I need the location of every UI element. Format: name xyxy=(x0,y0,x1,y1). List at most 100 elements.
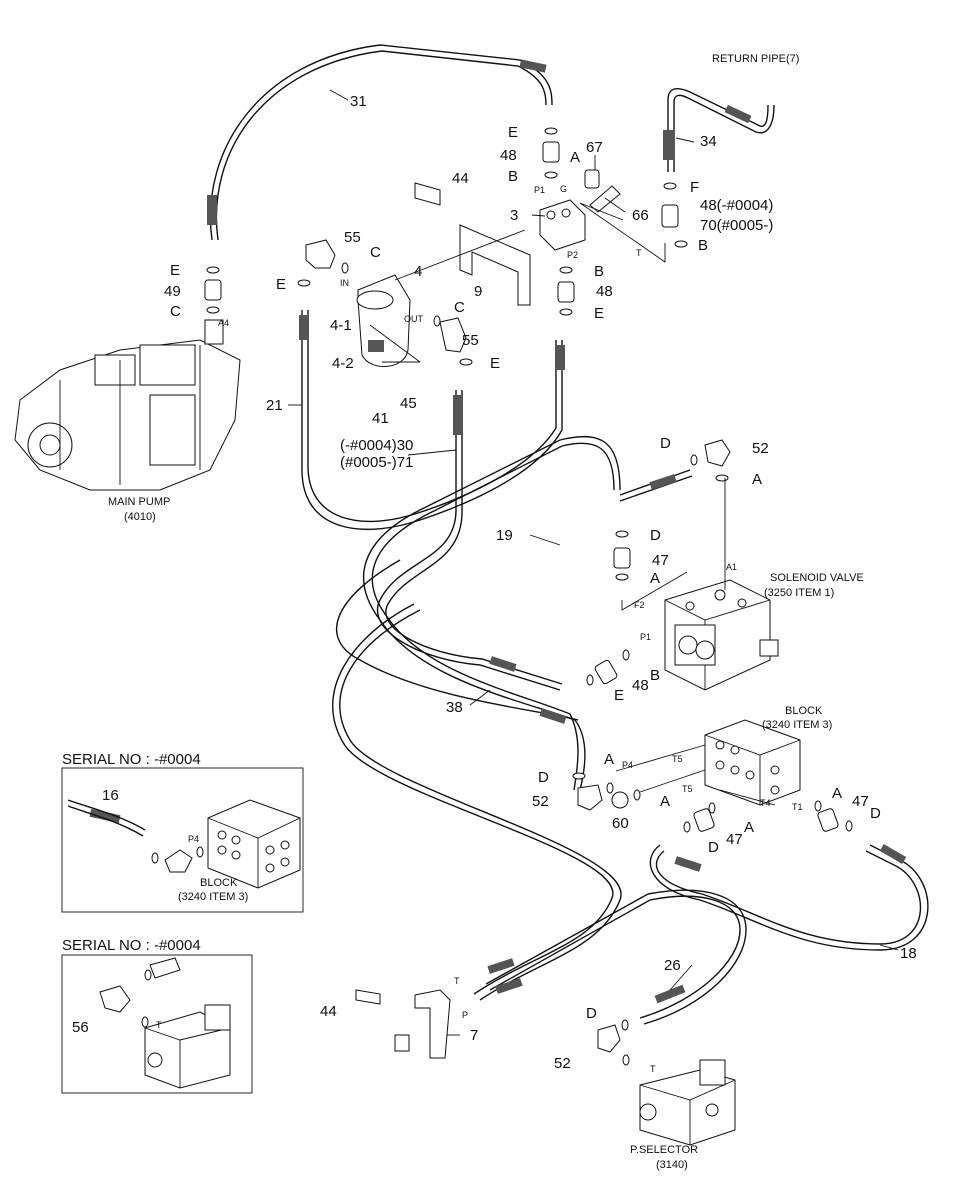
letter-label: E xyxy=(508,124,518,141)
hoses xyxy=(209,44,929,1025)
letter-label: D xyxy=(650,527,661,544)
port-label: T xyxy=(636,248,642,258)
captions: RETURN PIPE(7) MAIN PUMP (4010) SOLENOID… xyxy=(62,53,864,1171)
letter-label: D xyxy=(708,839,719,856)
part-number: 18 xyxy=(900,945,917,962)
part-number: 9 xyxy=(474,283,482,300)
part-number: 44 xyxy=(452,170,469,187)
letter-label: A xyxy=(752,471,762,488)
serial-heading-2: SERIAL NO : -#0004 xyxy=(62,937,201,954)
part-number: 52 xyxy=(532,793,549,810)
letter-label: D xyxy=(538,769,549,786)
port-label: T4 xyxy=(760,798,771,808)
hose-30-label: (-#0004)30 xyxy=(340,437,413,454)
letter-label: A xyxy=(570,149,580,166)
part-number: 45 xyxy=(400,395,417,412)
part-number: 56 xyxy=(72,1019,89,1036)
part-number: 67 xyxy=(586,139,603,156)
fittings xyxy=(204,141,839,1053)
letter-label: D xyxy=(870,805,881,822)
letter-label: B xyxy=(650,667,660,684)
letter-label: E xyxy=(170,262,180,279)
letter-label: B xyxy=(508,168,518,185)
port-label: P2 xyxy=(567,250,578,260)
block-3240 xyxy=(704,719,801,806)
part-number: 47 xyxy=(726,831,743,848)
letter-label: D xyxy=(586,1005,597,1022)
part-number: 31 xyxy=(350,93,367,110)
p-selector xyxy=(639,1059,736,1146)
letter-label: A xyxy=(660,793,670,810)
letter-label: C xyxy=(170,303,181,320)
letter-label: E xyxy=(276,276,286,293)
main-pump xyxy=(14,319,241,491)
port-label: T5 xyxy=(682,784,693,794)
part-number: 48 xyxy=(500,147,517,164)
p-selector-label: P.SELECTOR xyxy=(630,1144,698,1156)
part-number: 66 xyxy=(632,207,649,224)
part-48-variant: 48(-#0004) xyxy=(700,197,773,214)
part-number: 26 xyxy=(664,957,681,974)
port-label: T xyxy=(156,1020,162,1030)
return-pipe-label: RETURN PIPE(7) xyxy=(712,53,799,65)
main-pump-label: MAIN PUMP xyxy=(108,496,170,508)
hose-71-label: (#0005-)71 xyxy=(340,454,413,471)
part-number: 16 xyxy=(102,787,119,804)
part-number: 4-2 xyxy=(332,355,354,372)
letter-label: D xyxy=(660,435,671,452)
solenoid-valve-label: SOLENOID VALVE xyxy=(770,572,864,584)
letter-label: A xyxy=(744,819,754,836)
pilot-filter-4 xyxy=(356,274,411,367)
letter-label: E xyxy=(594,305,604,322)
letter-label: B xyxy=(698,237,708,254)
port-label: P1 xyxy=(534,185,545,195)
bracket-9 xyxy=(459,224,531,306)
hose-26 xyxy=(489,895,741,1019)
inset-serial-2 xyxy=(61,954,253,1094)
part-number: 38 xyxy=(446,699,463,716)
part-number: 48 xyxy=(596,283,613,300)
hose-19 xyxy=(363,435,621,791)
solenoid-valve xyxy=(664,579,779,691)
leader-lines xyxy=(288,89,899,1036)
letter-label: A xyxy=(832,785,842,802)
bracket-7 xyxy=(394,989,451,1059)
ring-letters: E A B F B C E B E C C E E D A D A B E A … xyxy=(170,124,881,1022)
port-label: A1 xyxy=(726,562,737,572)
port-label: OUT xyxy=(404,314,424,324)
inset-block-label: BLOCK xyxy=(200,877,238,889)
main-pump-code: (4010) xyxy=(124,511,156,523)
part-70-variant: 70(#0005-) xyxy=(700,217,773,234)
part-number: 48 xyxy=(632,677,649,694)
port-label: P xyxy=(462,1010,468,1020)
part-number: 44 xyxy=(320,1003,337,1020)
part-number: 52 xyxy=(554,1055,571,1072)
port-label: T5 xyxy=(672,754,683,764)
part-number: 41 xyxy=(372,410,389,427)
hose-fittings xyxy=(89,59,907,1004)
hose-31 xyxy=(209,44,553,241)
valve-block-3 xyxy=(539,199,586,251)
hose-30-71 xyxy=(377,390,561,691)
return-pipe-34 xyxy=(667,88,769,172)
part-numbers: 31 34 44 67 48 3 66 55 4 9 48 49 4-1 55 … xyxy=(72,93,917,1072)
port-label: IN xyxy=(340,278,349,288)
hose-38 xyxy=(335,559,579,721)
p-selector-code: (3140) xyxy=(656,1159,688,1171)
port-label: T xyxy=(650,1064,656,1074)
port-labels: P1 G P2 T IN OUT A4 A1 F2 P1 P4 T5 T5 T4… xyxy=(156,184,803,1074)
part-number: 7 xyxy=(470,1027,478,1044)
port-label: P4 xyxy=(188,834,199,844)
part-number: 4-1 xyxy=(330,317,352,334)
part-number: 21 xyxy=(266,397,283,414)
part-number: 4 xyxy=(414,263,422,280)
block-label: BLOCK xyxy=(785,705,823,717)
hose-21 xyxy=(301,310,563,531)
letter-label: C xyxy=(370,244,381,261)
port-label: F2 xyxy=(634,600,645,610)
port-label: T1 xyxy=(792,802,803,812)
letter-label: E xyxy=(614,687,624,704)
port-label: G xyxy=(560,184,567,194)
serial-heading-1: SERIAL NO : -#0004 xyxy=(62,751,201,768)
inset-block-item: (3240 ITEM 3) xyxy=(178,891,248,903)
